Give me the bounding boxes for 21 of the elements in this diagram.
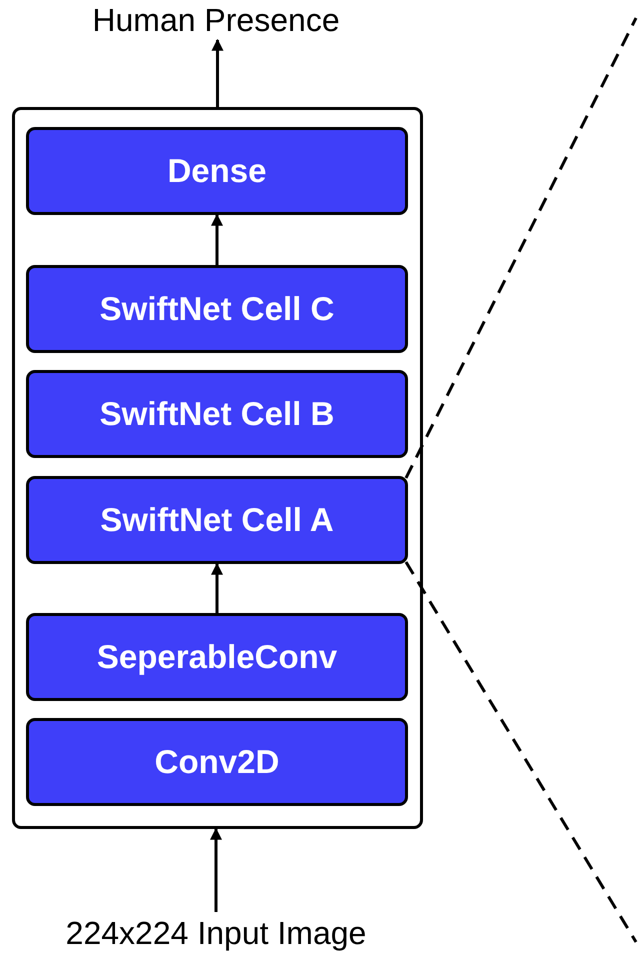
zoom-line (404, 561, 638, 943)
io-label: Human Presence (40, 0, 392, 40)
layer-label: Dense (167, 152, 267, 190)
layer-box (26, 127, 408, 215)
layer-label: SeperableConv (96, 638, 338, 676)
layer-label: SwiftNet Cell C (100, 290, 334, 328)
layer-label: SwiftNet Cell A (100, 501, 334, 539)
zoom-line (404, 17, 638, 479)
arrow (211, 214, 223, 265)
arrow (212, 38, 224, 107)
layer-box (26, 476, 408, 564)
arrow (210, 828, 222, 912)
layer-label: Conv2D (154, 743, 280, 781)
arrow (211, 562, 223, 613)
layer-box (26, 370, 408, 458)
layer-label: SwiftNet Cell B (100, 395, 334, 433)
layer-box (26, 265, 408, 353)
container-box (12, 107, 423, 829)
layer-box (26, 613, 408, 701)
layer-box (26, 718, 408, 806)
io-label: 224x224 Input Image (16, 912, 416, 954)
